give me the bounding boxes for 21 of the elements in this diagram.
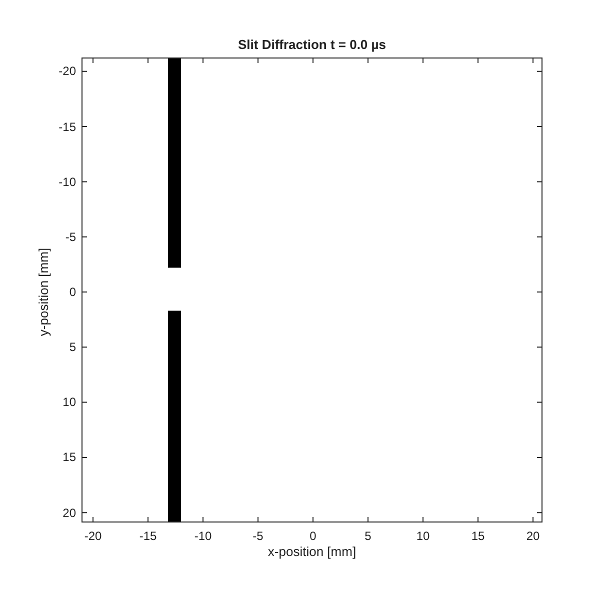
tick-label: 0 (310, 529, 316, 543)
axis-label: y-position [mm] (37, 248, 51, 336)
tick-label: 15 (62, 450, 76, 464)
tick-label: -5 (65, 230, 76, 244)
chart-title: Slit Diffraction t = 0.0 µs (238, 38, 386, 52)
tick-label: -15 (139, 529, 157, 543)
tick-label: 10 (416, 529, 430, 543)
tick-label: 5 (364, 529, 372, 543)
tick-label: -10 (194, 529, 212, 543)
tick-label: 15 (471, 529, 485, 543)
tick-label: -10 (58, 174, 76, 189)
tick-label: -15 (58, 120, 76, 134)
tick-label: -20 (58, 64, 76, 78)
tick-label: 10 (62, 395, 76, 410)
tick-label: -5 (252, 529, 264, 543)
tick-label: 20 (526, 529, 540, 543)
tick-label: 0 (69, 285, 76, 299)
axis-label: x-position [mm] (268, 545, 356, 559)
tick-label: 5 (69, 340, 76, 354)
tick-label: -20 (84, 529, 102, 543)
tick-label: 20 (62, 506, 76, 520)
